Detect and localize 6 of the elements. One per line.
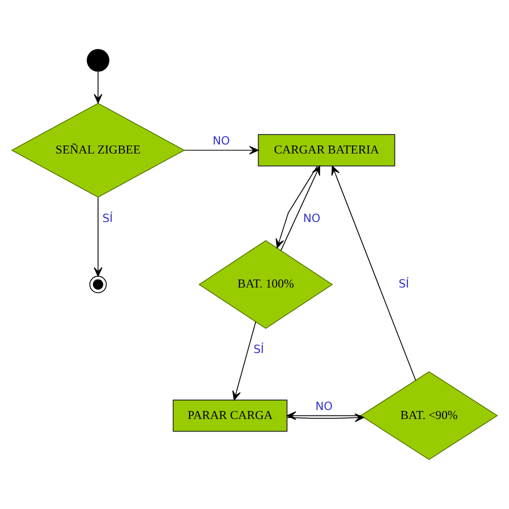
edge-label: NO <box>303 212 320 225</box>
edge-label: NO <box>212 134 230 148</box>
edge-label: NO <box>315 400 333 413</box>
edge-label: SÍ <box>254 343 264 356</box>
edge-label: SÍ <box>102 212 113 225</box>
edge-label: SÍ <box>398 277 410 290</box>
